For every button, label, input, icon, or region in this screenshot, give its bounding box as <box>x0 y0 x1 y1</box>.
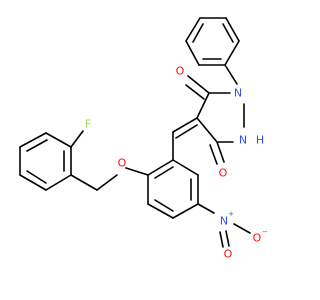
carbonyl-oxygen-bottom-label: O <box>219 167 228 180</box>
molecule-structure: F O O O N N H N + O O − <box>19 17 268 261</box>
ether-oxygen-label: O <box>118 157 127 170</box>
nh-nitrogen-label: N <box>239 134 247 147</box>
carbonyl-oxygen-top-label: O <box>176 65 185 78</box>
nitro-nitrogen-label: N <box>220 215 228 228</box>
fluorine-atom-label: F <box>85 118 91 131</box>
nitro-nitrogen-charge: + <box>228 210 234 218</box>
nh-hydrogen-label: H <box>256 134 264 147</box>
nitro-oxygen-charge: − <box>262 228 268 236</box>
nitro-oxygen-single-label: O <box>253 232 262 245</box>
ring-nitrogen-label: N <box>234 87 242 100</box>
bond-lines <box>19 17 251 248</box>
nitro-oxygen-double-label: O <box>224 248 233 261</box>
